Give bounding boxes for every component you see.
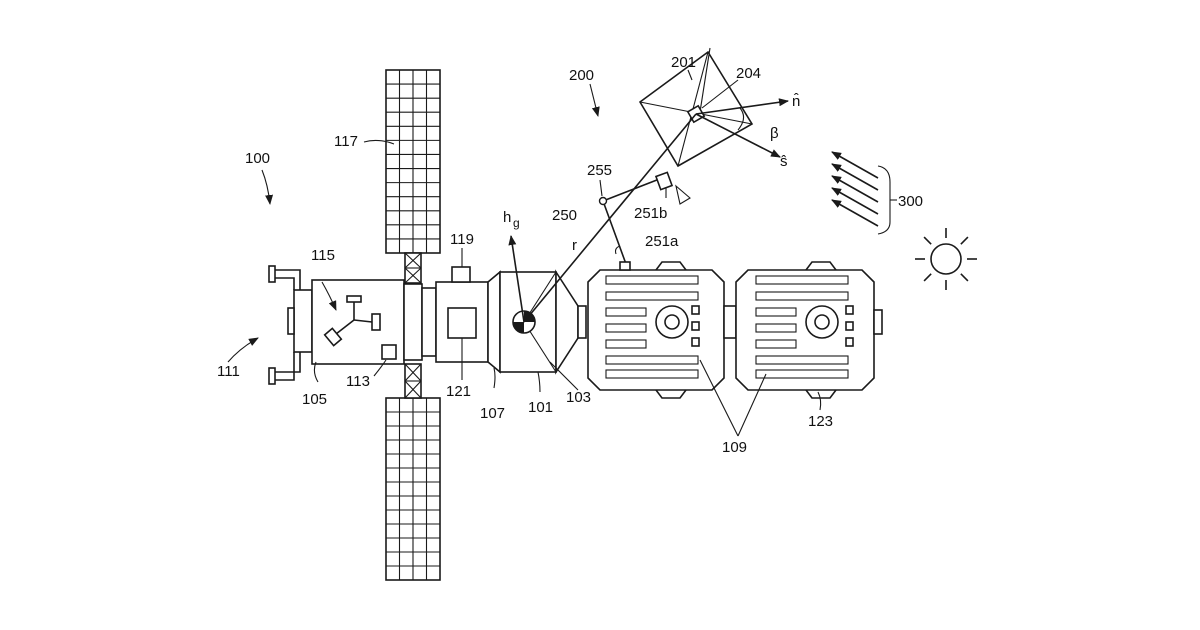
module-109-a — [588, 262, 724, 398]
sun-ray-arrow — [832, 164, 878, 190]
label-200: 200 — [569, 67, 594, 84]
label-normal: n̂ — [792, 93, 800, 110]
truss-lower — [405, 364, 421, 398]
label-204: 204 — [736, 65, 761, 82]
thruster-123 — [806, 390, 836, 398]
label-201: 201 — [671, 54, 696, 71]
label-101: 101 — [528, 399, 553, 416]
label-105: 105 — [302, 391, 327, 408]
connector-103 — [578, 306, 586, 338]
sun-ray-arrow — [832, 176, 878, 202]
anchor-251b — [656, 172, 672, 189]
window-121 — [448, 308, 476, 338]
label-109: 109 — [722, 439, 747, 456]
label-251b: 251b — [634, 205, 667, 222]
label-123: 123 — [808, 413, 833, 430]
sun-ray-arrow — [832, 200, 878, 226]
box-119 — [452, 267, 470, 282]
docking-port — [269, 266, 312, 384]
label-115: 115 — [311, 247, 335, 264]
sun-ray-arrow — [832, 152, 878, 178]
sun-ray-arrow — [832, 188, 878, 214]
sun-rays — [832, 152, 878, 226]
label-angle: β — [770, 125, 779, 142]
rays-bracket — [878, 166, 890, 234]
truss-upper — [405, 253, 421, 283]
solar-panel-top — [386, 70, 440, 253]
label-radius: r — [572, 237, 577, 254]
module-107 — [436, 267, 500, 372]
label-momentum: h — [503, 209, 511, 226]
label-sun-vector: ŝ — [780, 153, 788, 170]
label-119: 119 — [450, 231, 474, 248]
label-250: 250 — [552, 207, 577, 224]
device-113 — [382, 345, 396, 359]
label-103: 103 — [566, 389, 591, 406]
label-117: 117 — [334, 133, 358, 150]
solar-panel-bottom — [386, 398, 440, 580]
label-100: 100 — [245, 150, 270, 167]
anchor-251a — [620, 262, 630, 270]
label-107: 107 — [480, 405, 505, 422]
joint-255 — [600, 198, 607, 205]
solar-sail — [640, 48, 788, 166]
label-momentum-sub: g — [513, 216, 520, 230]
label-300: 300 — [898, 193, 923, 210]
label-255: 255 — [587, 162, 612, 179]
module-105 — [312, 280, 436, 364]
module-109-b — [736, 262, 882, 398]
label-251a: 251a — [645, 233, 679, 250]
sun-icon — [915, 228, 977, 290]
label-121: 121 — [446, 383, 471, 400]
label-111: 111 — [217, 363, 240, 380]
label-113: 113 — [346, 373, 370, 390]
